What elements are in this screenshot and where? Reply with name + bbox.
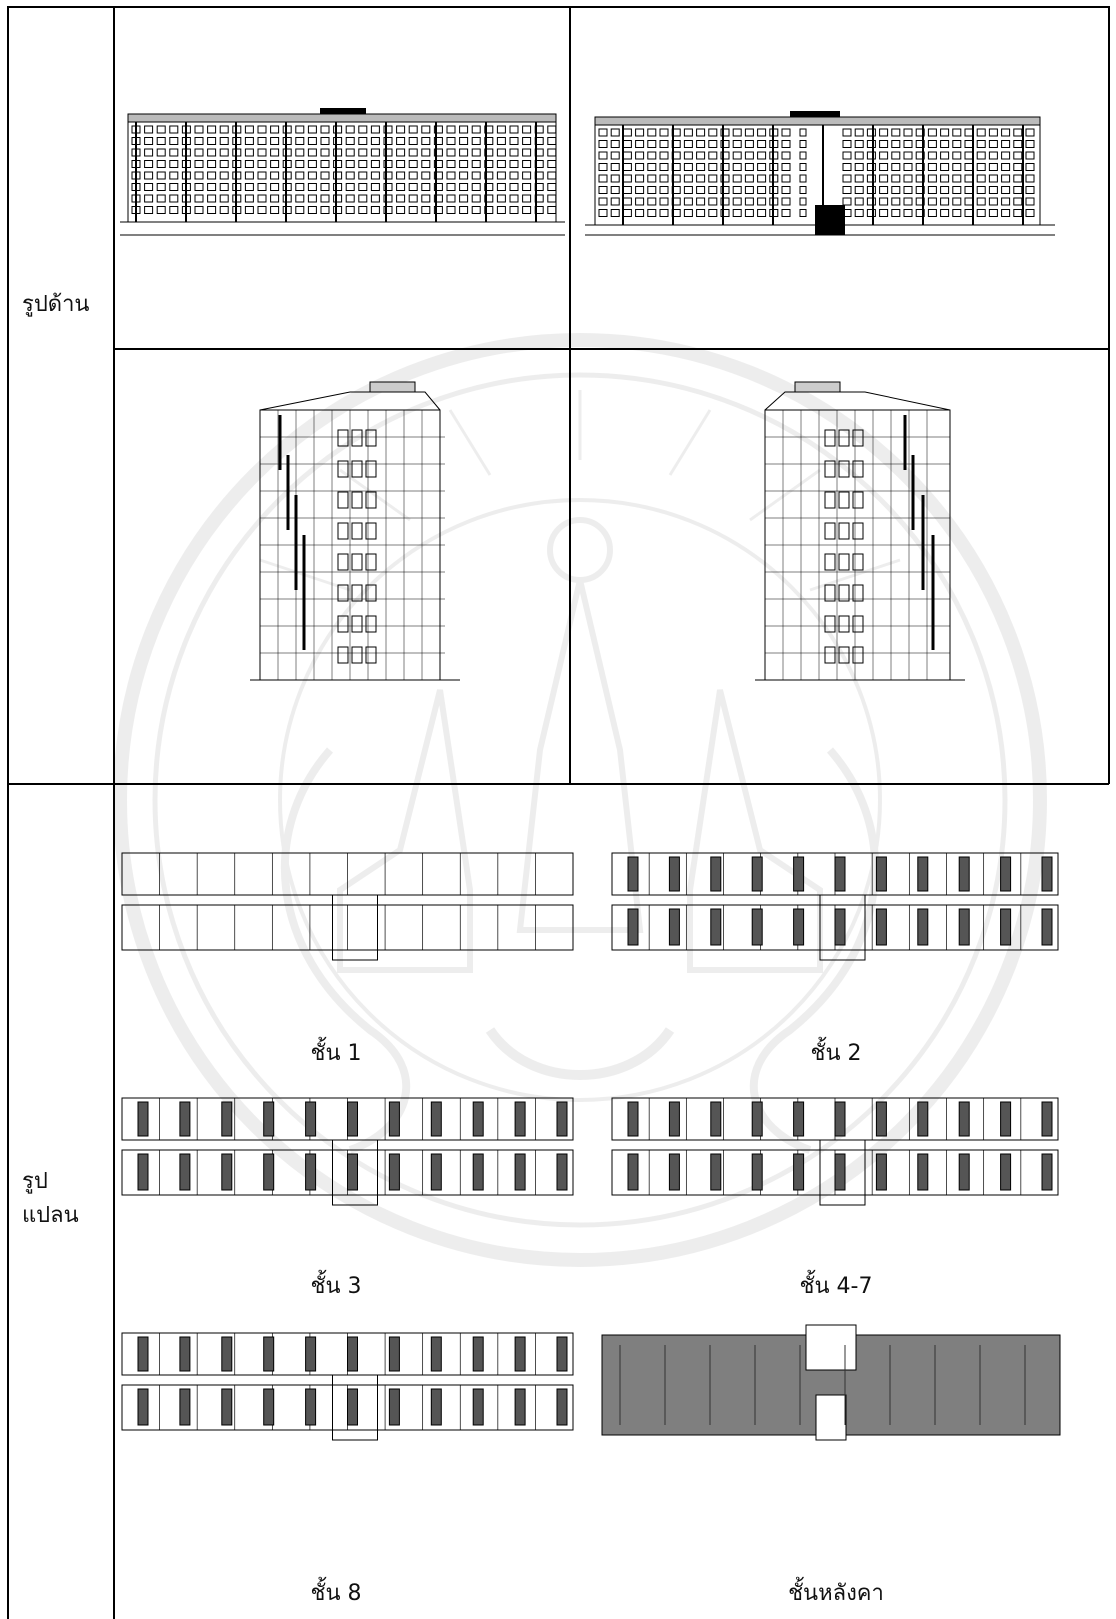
table-left-border <box>7 6 9 1619</box>
caption-floor-2: ชั้น 2 <box>810 1041 862 1066</box>
floor-plan-3 <box>121 1097 574 1206</box>
section-divider <box>7 783 1109 785</box>
floor-plan-4-7 <box>611 1097 1059 1206</box>
left-side-elevation-drawing <box>250 381 460 681</box>
elevation-row-label: รูปด้าน <box>22 292 90 317</box>
plan-row-label-line2: แปลน <box>22 1203 79 1228</box>
plan-row-label-line1: รูป <box>22 1169 48 1194</box>
caption-floor-3: ชั้น 3 <box>310 1274 362 1299</box>
caption-floor-4-7: ชั้น 4-7 <box>799 1274 873 1299</box>
table-top-border <box>7 6 1109 8</box>
elevation-column-divider <box>569 6 571 784</box>
caption-floor-8: ชั้น 8 <box>310 1581 362 1606</box>
right-side-elevation-drawing <box>755 381 965 681</box>
caption-floor-1: ชั้น 1 <box>310 1041 362 1066</box>
floor-plan-2 <box>611 852 1059 961</box>
table-right-border <box>1108 6 1110 784</box>
rear-elevation-drawing <box>585 111 1055 236</box>
floor-plan-8 <box>121 1332 574 1441</box>
caption-roof: ชั้นหลังคา <box>788 1581 884 1606</box>
floor-plan-roof <box>601 1324 1061 1441</box>
label-column-divider <box>113 6 115 1619</box>
elevation-row-divider <box>115 348 1109 350</box>
front-elevation-drawing <box>120 108 565 236</box>
floor-plan-1 <box>121 852 574 961</box>
